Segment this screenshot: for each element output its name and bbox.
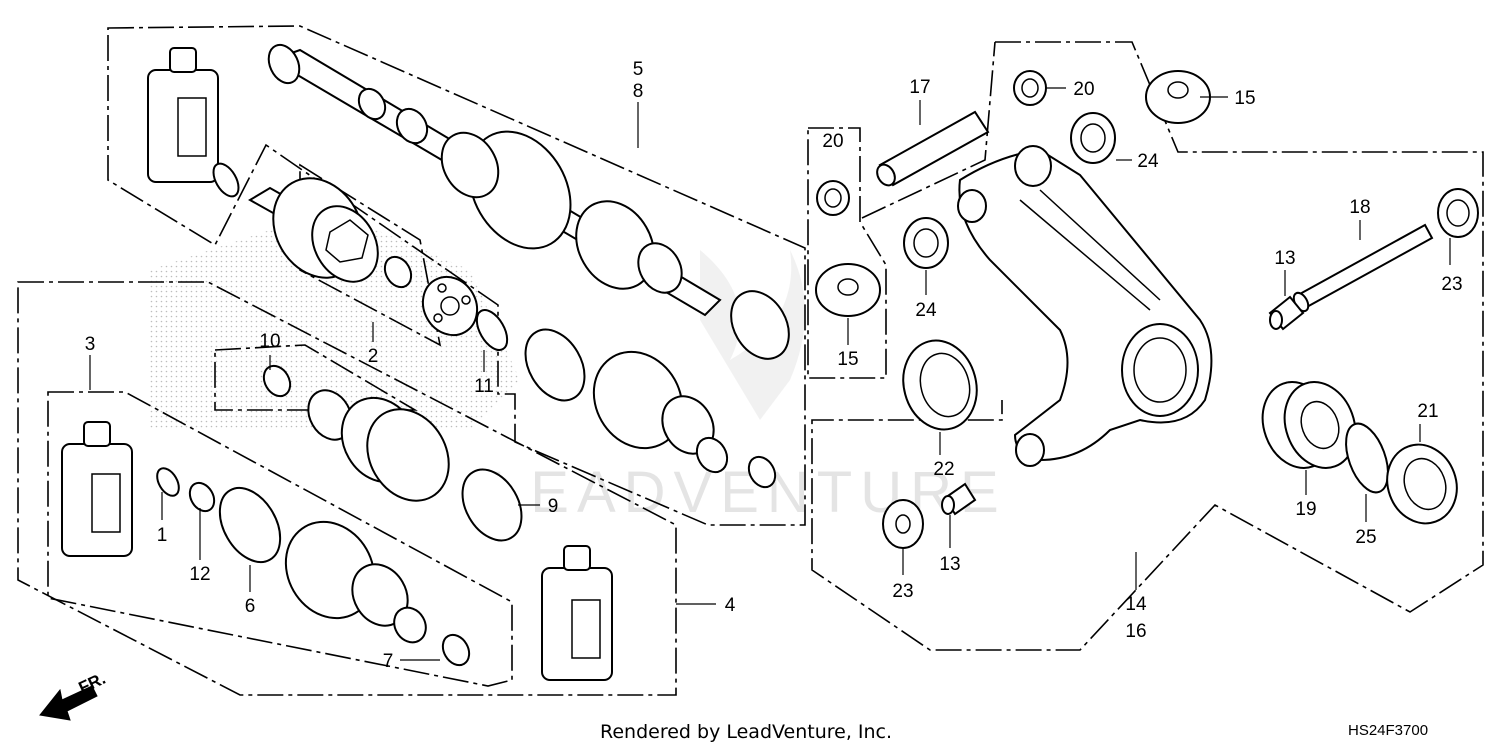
label-18: 18 <box>1349 197 1370 218</box>
label-21: 21 <box>1417 401 1438 422</box>
boot-clip-right <box>747 455 777 489</box>
part-labels: 1 2 3 4 5 6 7 8 9 10 11 12 13 13 14 15 1… <box>85 59 1463 672</box>
label-10: 10 <box>259 331 280 352</box>
bushing-13-upper <box>1268 295 1305 331</box>
boot-right <box>592 350 729 474</box>
boot-band-9 <box>461 468 523 542</box>
label-11: 11 <box>474 376 494 397</box>
bushing-20-upper <box>1013 70 1047 106</box>
label-23-lower: 23 <box>892 581 913 602</box>
front-direction-arrow: FR. <box>39 669 109 721</box>
seal-21 <box>1386 443 1458 525</box>
label-5: 5 <box>633 59 644 80</box>
label-8: 8 <box>633 81 644 102</box>
seal-22 <box>902 339 978 431</box>
diagram-code: HS24F3700 <box>1348 722 1428 739</box>
collar-17 <box>876 110 990 187</box>
seal-23-upper <box>1437 188 1479 238</box>
bushing-13-lower <box>941 482 977 516</box>
snap-ring-top <box>212 162 240 198</box>
small-clip-upper <box>383 255 413 289</box>
label-17: 17 <box>909 77 930 98</box>
boot-middle <box>307 389 450 502</box>
seal-24-left <box>903 217 949 269</box>
label-9: 9 <box>548 496 559 517</box>
oil-bottle-bottom <box>541 545 613 681</box>
snap-ring-1 <box>156 467 180 497</box>
knuckle-body <box>957 145 1213 467</box>
label-6: 6 <box>245 596 256 617</box>
label-25: 25 <box>1355 527 1376 548</box>
label-19: 19 <box>1295 499 1316 520</box>
label-22: 22 <box>933 459 954 480</box>
boot-band-mid <box>524 328 586 402</box>
boot-clip-7 <box>441 633 471 667</box>
snap-ring-25 <box>1345 422 1389 494</box>
label-24-upper: 24 <box>1137 151 1159 172</box>
boot-lower <box>284 520 427 644</box>
boot-band-upper-right <box>730 290 790 360</box>
label-7: 7 <box>383 651 394 672</box>
collar-18 <box>1292 223 1434 313</box>
shading-area <box>150 210 520 430</box>
leader-lines <box>89 87 1451 661</box>
label-14: 14 <box>1125 594 1147 615</box>
label-24-left: 24 <box>915 300 937 321</box>
label-20-left: 20 <box>822 131 843 152</box>
label-12: 12 <box>189 564 210 585</box>
seal-23-lower <box>882 499 924 549</box>
label-13-upper: 13 <box>1274 248 1295 269</box>
cv-joint-outer-race <box>248 177 379 283</box>
clip-12 <box>188 481 216 513</box>
driveshaft-assembly <box>267 43 722 317</box>
seal-24-upper <box>1070 112 1116 164</box>
snap-ring-11 <box>475 309 509 351</box>
label-2: 2 <box>368 346 379 367</box>
label-4: 4 <box>725 595 736 616</box>
label-15-left: 15 <box>837 349 858 370</box>
label-20-upper: 20 <box>1073 79 1094 100</box>
label-13-lower: 13 <box>939 554 960 575</box>
oil-bottle-top <box>147 47 219 183</box>
label-1: 1 <box>157 525 168 546</box>
inner-race-bearing <box>421 275 479 337</box>
label-15-upper: 15 <box>1234 88 1255 109</box>
band-clip-10 <box>262 364 292 398</box>
label-23-upper: 23 <box>1441 274 1462 295</box>
footer-credit: Rendered by LeadVenture, Inc. <box>600 721 892 743</box>
oil-bottle-left <box>61 421 133 557</box>
bearing-19 <box>1261 381 1357 469</box>
dust-seal-15-left <box>815 263 881 317</box>
group-frames <box>17 25 1484 696</box>
label-16: 16 <box>1125 621 1146 642</box>
boot-band-6 <box>218 487 282 563</box>
bushing-20-left <box>816 180 850 216</box>
label-3: 3 <box>85 334 96 355</box>
